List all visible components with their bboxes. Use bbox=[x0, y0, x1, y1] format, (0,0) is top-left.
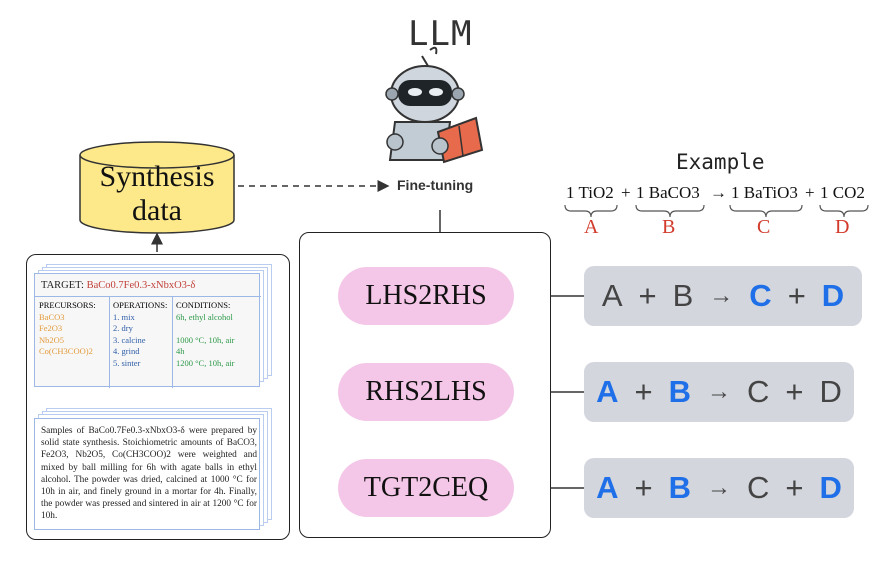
target-row: TARGET: BaCo0.7Fe0.3-xNbxO3-δ bbox=[41, 278, 195, 294]
example-arrow: → bbox=[710, 183, 727, 202]
precursor-item: Fe2O3 bbox=[39, 323, 63, 333]
equation-token: + bbox=[634, 470, 653, 505]
equation-token: D bbox=[819, 374, 842, 409]
equation-token: D bbox=[821, 278, 845, 313]
example-plus-1: + bbox=[621, 183, 631, 202]
structured-doc-page: TARGET: BaCo0.7Fe0.3-xNbxO3-δ PRECURSORS… bbox=[34, 273, 261, 388]
equation-token: C bbox=[747, 374, 770, 409]
task-tgt2ceq: TGT2CEQ bbox=[338, 459, 514, 517]
condition-item bbox=[176, 323, 234, 335]
example-braces bbox=[564, 204, 869, 218]
precursor-item: BaCO3 bbox=[39, 311, 65, 322]
example-letter-b: B bbox=[662, 216, 676, 238]
synthesis-data-label: Synthesis data bbox=[80, 158, 234, 228]
equation-token: B bbox=[672, 278, 694, 313]
target-label: TARGET: bbox=[41, 280, 84, 291]
operation-item: 5. sinter bbox=[113, 357, 141, 368]
example-term-b: 1 BaCO3 bbox=[636, 183, 700, 202]
target-formula: BaCo0.7Fe0.3-xNbxO3-δ bbox=[86, 280, 196, 291]
equation-token: A bbox=[596, 374, 619, 409]
equation-token: D bbox=[819, 470, 842, 505]
synthesis-data-line1: Synthesis bbox=[99, 160, 215, 193]
example-title: Example bbox=[676, 150, 765, 174]
equation-token: + bbox=[785, 374, 804, 409]
equation-token: → bbox=[709, 282, 734, 309]
equation-token: C bbox=[749, 278, 772, 313]
condition-item: 1200 °C, 10h, air bbox=[176, 357, 235, 368]
equation-token: + bbox=[787, 278, 806, 313]
synthesis-data-line2: data bbox=[132, 194, 182, 227]
equation-box-tgt2ceq: A + B → C + D bbox=[584, 458, 854, 518]
equation-token: C bbox=[747, 470, 770, 505]
condition-item: 4h bbox=[176, 346, 185, 356]
conditions-column: CONDITIONS: 6h, ethyl alcohol 1000 °C, 1… bbox=[176, 300, 234, 369]
precursor-item: Nb2O5 bbox=[39, 334, 65, 345]
equation-token: → bbox=[707, 378, 731, 405]
example-term-c: 1 BaTiO3 bbox=[731, 183, 798, 202]
example-letter-a: A bbox=[584, 216, 599, 238]
precursors-header: PRECURSORS: bbox=[39, 300, 96, 310]
structured-doc-stack: TARGET: BaCo0.7Fe0.3-xNbxO3-δ PRECURSORS… bbox=[34, 264, 274, 388]
text-doc-stack: Samples of BaCo0.7Fe0.3-xNbxO3-δ were pr… bbox=[34, 408, 274, 532]
example-letter-c: C bbox=[757, 216, 771, 238]
operation-item: 4. grind bbox=[113, 346, 140, 356]
operations-column: OPERATIONS: 1. mix 2. dry 3. calcine 4. … bbox=[113, 300, 167, 369]
equation-token: B bbox=[668, 374, 691, 409]
precursor-item: Co(CH3COO)2 bbox=[39, 346, 93, 356]
equation-token: + bbox=[638, 278, 657, 313]
equation-token: A bbox=[596, 470, 619, 505]
fine-tuning-label: Fine-tuning bbox=[397, 177, 474, 193]
equation-box-lhs2rhs: A + B → C + D bbox=[584, 266, 862, 326]
example-term-d: 1 CO2 bbox=[820, 183, 865, 202]
equation-token: B bbox=[668, 470, 691, 505]
example-plus-2: + bbox=[805, 183, 815, 202]
example-term-a: 1 TiO2 bbox=[566, 183, 614, 202]
example-equation: 1 TiO2 + 1 BaCO3 → 1 BaTiO3 + 1 CO2 bbox=[0, 183, 884, 207]
text-doc-page: Samples of BaCo0.7Fe0.3-xNbxO3-δ were pr… bbox=[34, 418, 260, 530]
equation-token: + bbox=[634, 374, 653, 409]
task-rhs2lhs: RHS2LHS bbox=[338, 363, 514, 421]
equation-box-rhs2lhs: A + B → C + D bbox=[584, 362, 854, 422]
operation-item: 2. dry bbox=[113, 323, 133, 333]
example-letter-d: D bbox=[835, 216, 850, 238]
synthesis-data-cylinder bbox=[79, 141, 235, 234]
task-lhs2rhs: LHS2RHS bbox=[338, 267, 514, 325]
condition-item: 6h, ethyl alcohol bbox=[176, 311, 233, 322]
llm-label: LLM bbox=[408, 14, 473, 54]
equation-token: + bbox=[785, 470, 804, 505]
operations-header: OPERATIONS: bbox=[113, 300, 168, 310]
condition-item: 1000 °C, 10h, air bbox=[176, 334, 235, 345]
operation-item: 1. mix bbox=[113, 311, 135, 322]
precursors-column: PRECURSORS: BaCO3 Fe2O3 Nb2O5 Co(CH3COO)… bbox=[39, 300, 96, 358]
equation-token: → bbox=[707, 474, 731, 501]
synthesis-paragraph: Samples of BaCo0.7Fe0.3-xNbxO3-δ were pr… bbox=[41, 426, 257, 522]
robot-reading-icon bbox=[385, 46, 484, 164]
equation-token: A bbox=[601, 278, 623, 313]
conditions-header: CONDITIONS: bbox=[176, 300, 231, 310]
operation-item: 3. calcine bbox=[113, 334, 146, 345]
